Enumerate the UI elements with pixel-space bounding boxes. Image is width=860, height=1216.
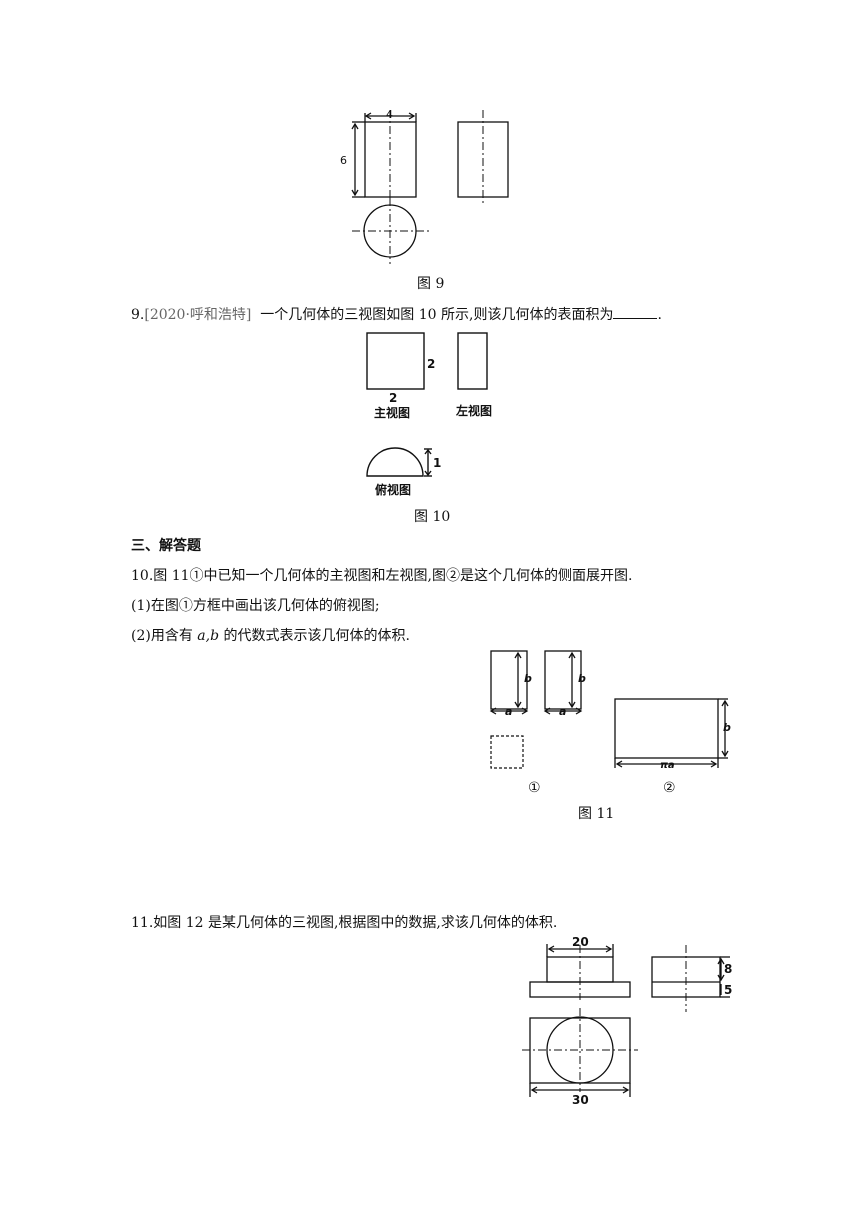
- fig10-left-view-label: 左视图: [455, 403, 492, 418]
- fig11-top-view-box: [490, 735, 524, 769]
- fig9-width-label: 4: [386, 108, 393, 121]
- fig11-left-view: [544, 650, 582, 710]
- fig12-side-view: [651, 956, 721, 998]
- fig9-height-label: 6: [340, 154, 347, 167]
- fig9-front-view: [364, 121, 417, 198]
- fig10-caption: 图 10: [414, 509, 451, 525]
- q9-answer-blank[interactable]: [613, 306, 658, 319]
- fig11-b3: b: [723, 721, 731, 734]
- q10-part2-prefix: (2)用含有: [131, 628, 198, 644]
- fig11-b2: b: [578, 672, 586, 685]
- fig12-right-top-label: 8: [724, 962, 732, 976]
- fig10-left-view: [457, 332, 488, 390]
- fig11-a1: a: [505, 705, 512, 718]
- fig10-height-label: 1: [433, 456, 441, 470]
- fig12-top-label: 20: [572, 935, 589, 949]
- fig12-bottom-label: 30: [572, 1093, 589, 1107]
- fig10-front-view-label: 主视图: [374, 405, 410, 420]
- fig10-top-view-label: 俯视图: [375, 482, 411, 497]
- fig10-side-label: 2: [427, 357, 435, 371]
- fig12-right-bottom-label: 5: [724, 983, 732, 997]
- fig9-top-view: [363, 204, 417, 258]
- question-9: 9.[2020·呼和浩特] 一个几何体的三视图如图 10 所示,则该几何体的表面…: [131, 304, 662, 324]
- q10-part1: (1)在图①方框中画出该几何体的俯视图;: [131, 598, 380, 614]
- section-3-title: 三、解答题: [131, 538, 201, 554]
- fig11-mark1: ①: [528, 780, 541, 796]
- q9-source: [2020·呼和浩特]: [144, 307, 252, 323]
- fig9-side-view: [457, 121, 509, 198]
- fig11-pia: πa: [660, 760, 675, 771]
- q10-part2-vars: a,b: [197, 628, 220, 644]
- fig12-top-rect: [529, 1017, 631, 1084]
- fig12-top-circle: [546, 1016, 614, 1084]
- q11-text: 11.如图 12 是某几何体的三视图,根据图中的数据,求该几何体的体积.: [131, 915, 558, 931]
- q9-text: 一个几何体的三视图如图 10 所示,则该几何体的表面积为: [260, 307, 614, 323]
- q10-part2: (2)用含有 a,b 的代数式表示该几何体的体积.: [131, 625, 410, 645]
- q9-end: .: [657, 307, 662, 323]
- fig11-front-view: [490, 650, 528, 710]
- fig12-front-top-block: [546, 956, 614, 983]
- fig11-mark2: ②: [663, 780, 676, 796]
- fig12-front-base: [529, 981, 631, 998]
- q10-intro: 10.图 11①中已知一个几何体的主视图和左视图,图②是这个几何体的侧面展开图.: [131, 568, 633, 584]
- fig9-caption: 图 9: [417, 276, 445, 292]
- q10-part2-suffix: 的代数式表示该几何体的体积.: [219, 628, 410, 644]
- fig10-front-view: [366, 332, 425, 390]
- fig11-unfolded-view: [614, 698, 719, 759]
- fig11-b1: b: [524, 672, 532, 685]
- fig10-bottom-label: 2: [389, 391, 397, 405]
- q9-number: 9.: [131, 307, 145, 323]
- fig11-caption: 图 11: [578, 806, 615, 822]
- fig10-top-view: [366, 447, 424, 477]
- fig11-a2: a: [559, 705, 566, 718]
